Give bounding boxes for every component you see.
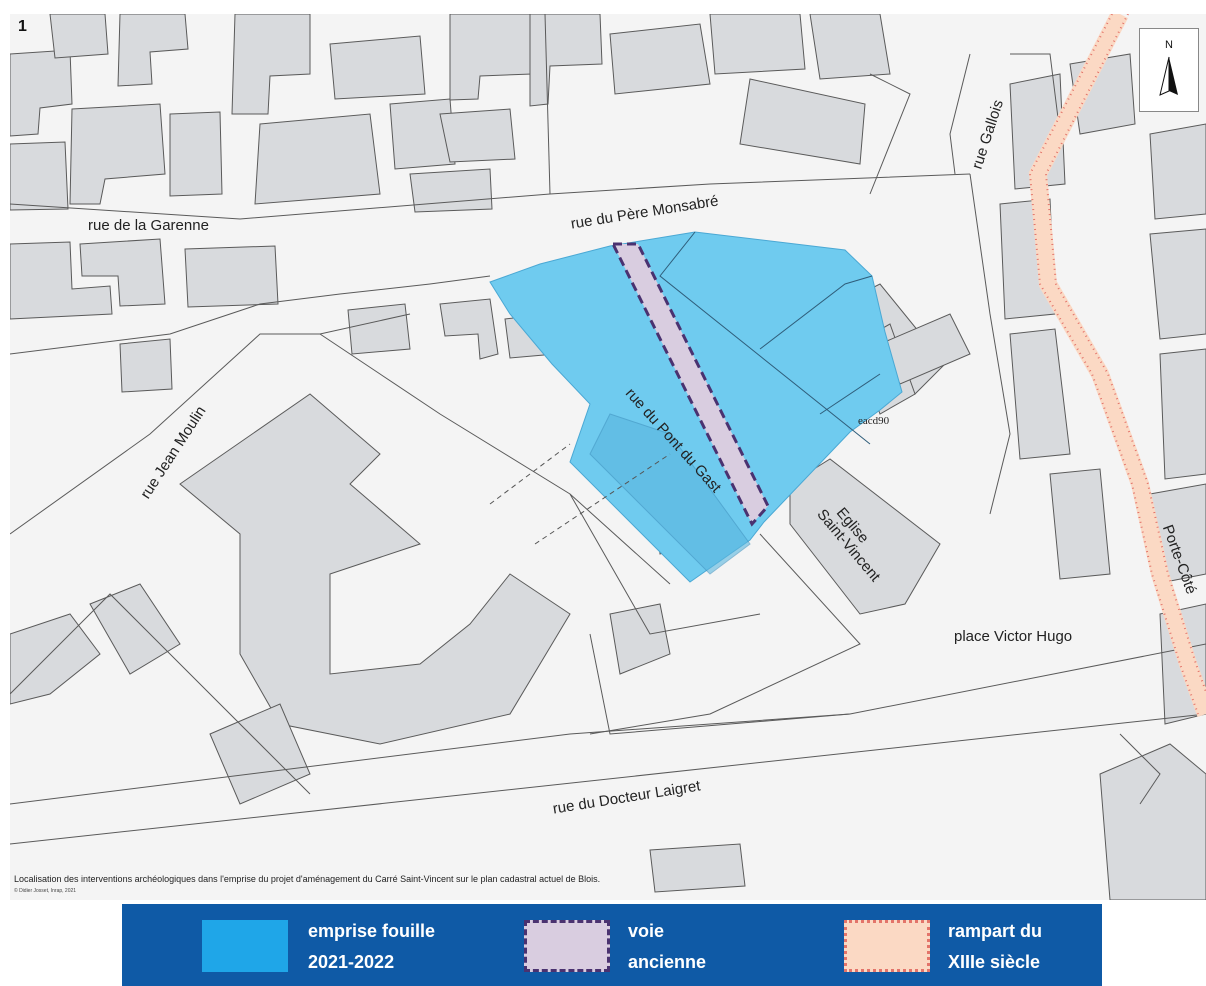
legend-rampart-line2: XIIIe siècle: [948, 952, 1041, 972]
legend-road-line1: voie: [628, 921, 665, 941]
north-arrow: N: [1139, 28, 1199, 112]
legend-text-excavation: emprise fouille 2021-2022: [308, 916, 435, 978]
figure-number: 1: [18, 18, 27, 35]
street-label-garenne: rue de la Garenne: [88, 217, 209, 234]
street-label-place-victor-hugo: place Victor Hugo: [954, 628, 1073, 645]
legend-swatch-rampart: [844, 920, 930, 972]
legend: emprise fouille 2021-2022 voie ancienne …: [122, 904, 1102, 986]
rampart-13th-century: [1028, 14, 1206, 718]
map-frame[interactable]: 1 N rue du Père Monsabré rue de la Garen…: [10, 14, 1206, 900]
map-caption: Localisation des interventions archéolog…: [14, 874, 601, 884]
excavation-inner-building: [589, 413, 751, 575]
legend-swatch-excavation: [202, 920, 288, 972]
legend-text-rampart: rampart du XIIIe siècle: [948, 916, 1042, 978]
cadastral-map: [10, 14, 1206, 900]
trench-dashes: [489, 443, 671, 545]
legend-excavation-line1: emprise fouille: [308, 921, 436, 941]
north-arrow-icon: [1159, 56, 1178, 96]
north-letter: N: [1165, 39, 1173, 51]
legend-rampart-line1: rampart du: [948, 921, 1043, 941]
legend-road-line2: ancienne: [628, 952, 707, 972]
eacd-tag: eacd90: [858, 415, 890, 427]
legend-swatch-ancient-road: [524, 920, 610, 972]
legend-excavation-line2: 2021-2022: [308, 952, 395, 972]
map-credit: © Didier Josset, Inrap, 2021: [14, 888, 77, 894]
ancient-road: [610, 242, 770, 527]
excavation-internal-lines: [659, 231, 881, 445]
parcel-lines: [10, 14, 1206, 845]
buildings: [10, 14, 1206, 900]
legend-text-ancient-road: voie ancienne: [628, 916, 706, 978]
